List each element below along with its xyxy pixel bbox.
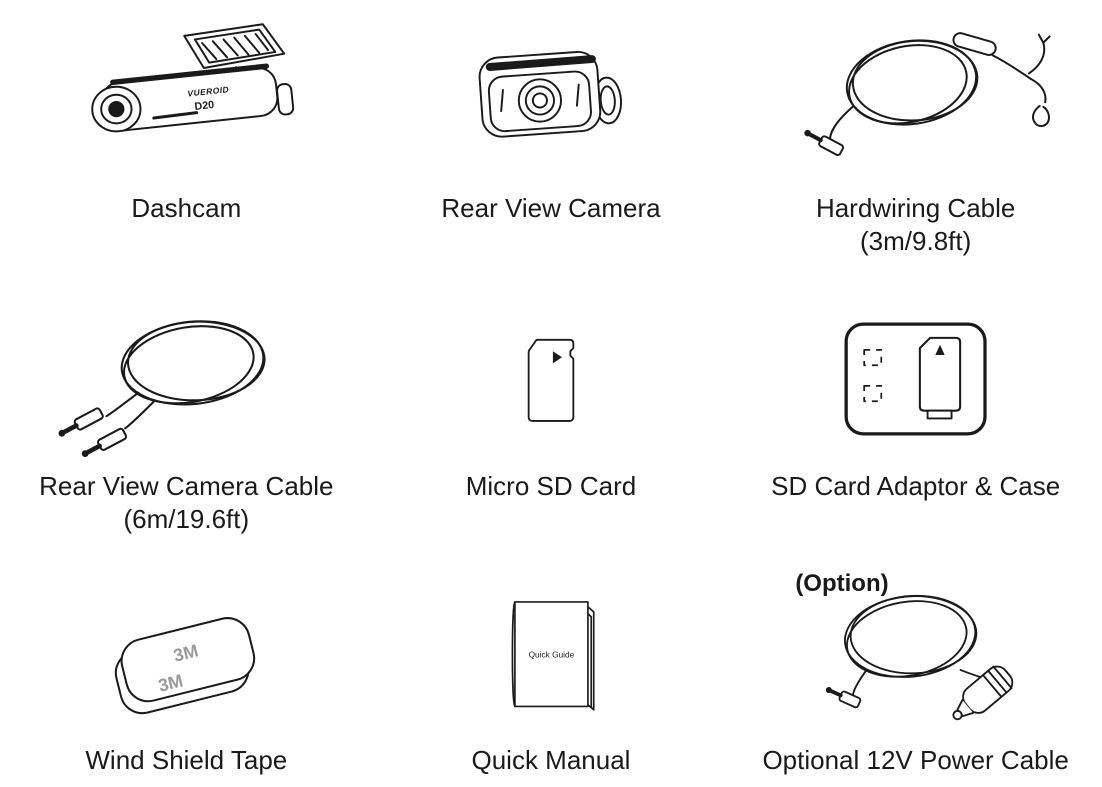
dashcam-model-text: D20 <box>194 99 215 113</box>
item-caption: Rear View Camera <box>441 192 660 225</box>
rear-view-camera-cable-icon <box>58 320 266 457</box>
item-label: Quick Manual <box>471 745 631 775</box>
quick-manual-icon: Quick Guide <box>511 600 595 711</box>
power-cable-icon <box>825 595 1013 721</box>
item-micro-sd-card: Micro SD Card <box>369 296 734 536</box>
item-wind-shield-tape: 3M 3M Wind Shield Tape <box>4 574 369 777</box>
item-caption: Micro SD Card <box>466 470 636 503</box>
power-cable-illustration: (Option) <box>733 570 1098 738</box>
item-rear-view-camera: Rear View Camera <box>369 6 734 258</box>
hardwiring-cable-icon <box>803 32 1051 157</box>
sd-card-adaptor-illustration <box>733 296 1098 464</box>
item-label: Hardwiring Cable <box>815 193 1016 223</box>
item-caption: Rear View Camera Cable (6m/19.6ft) <box>39 470 333 536</box>
item-sublabel: (6m/19.6ft) <box>123 504 250 534</box>
item-rear-view-camera-cable: Rear View Camera Cable (6m/19.6ft) <box>4 296 369 536</box>
item-label: SD Card Adaptor & Case <box>771 471 1061 501</box>
item-sd-card-adaptor-case: SD Card Adaptor & Case <box>733 296 1098 536</box>
rear-view-camera-icon <box>479 50 623 138</box>
dashcam-brand-text: VUEROID <box>187 84 230 98</box>
hardwiring-cable-illustration <box>733 6 1098 186</box>
rear-view-camera-cable-illustration <box>4 296 369 464</box>
item-caption: SD Card Adaptor & Case <box>771 470 1060 503</box>
manual-cover-title-text: Quick Guide <box>529 649 575 659</box>
wind-shield-tape-icon: 3M 3M <box>114 617 255 715</box>
item-caption: Dashcam <box>131 192 241 225</box>
item-quick-manual: Quick Guide Quick Manual <box>369 574 734 777</box>
rear-view-camera-illustration <box>369 6 734 186</box>
option-tag: (Option) <box>795 570 889 597</box>
item-caption: Optional 12V Power Cable <box>762 744 1068 777</box>
item-label: Rear View Camera <box>441 193 661 223</box>
dashcam-illustration: VUEROID D20 <box>4 6 369 186</box>
item-label: Dashcam <box>131 193 242 223</box>
item-caption: Wind Shield Tape <box>85 744 287 777</box>
quick-manual-illustration: Quick Guide <box>369 574 734 738</box>
sd-card-adaptor-icon <box>844 322 987 436</box>
micro-sd-card-illustration <box>369 296 734 464</box>
dashcam-icon: VUEROID D20 <box>91 23 295 133</box>
item-caption: Hardwiring Cable (3m/9.8ft) <box>816 192 1015 258</box>
item-label: Rear View Camera Cable <box>39 471 334 501</box>
item-label: Micro SD Card <box>465 471 637 501</box>
item-dashcam: VUEROID D20 Dashcam <box>4 6 369 258</box>
item-sublabel: (3m/9.8ft) <box>860 226 972 256</box>
wind-shield-tape-illustration: 3M 3M <box>4 574 369 738</box>
micro-sd-card-icon <box>527 338 575 422</box>
item-label: Wind Shield Tape <box>85 745 288 775</box>
item-optional-12v-power-cable: (Option) <box>733 570 1098 777</box>
item-hardwiring-cable: Hardwiring Cable (3m/9.8ft) <box>733 6 1098 258</box>
item-caption: Quick Manual <box>472 744 631 777</box>
item-label: Optional 12V Power Cable <box>762 745 1069 775</box>
